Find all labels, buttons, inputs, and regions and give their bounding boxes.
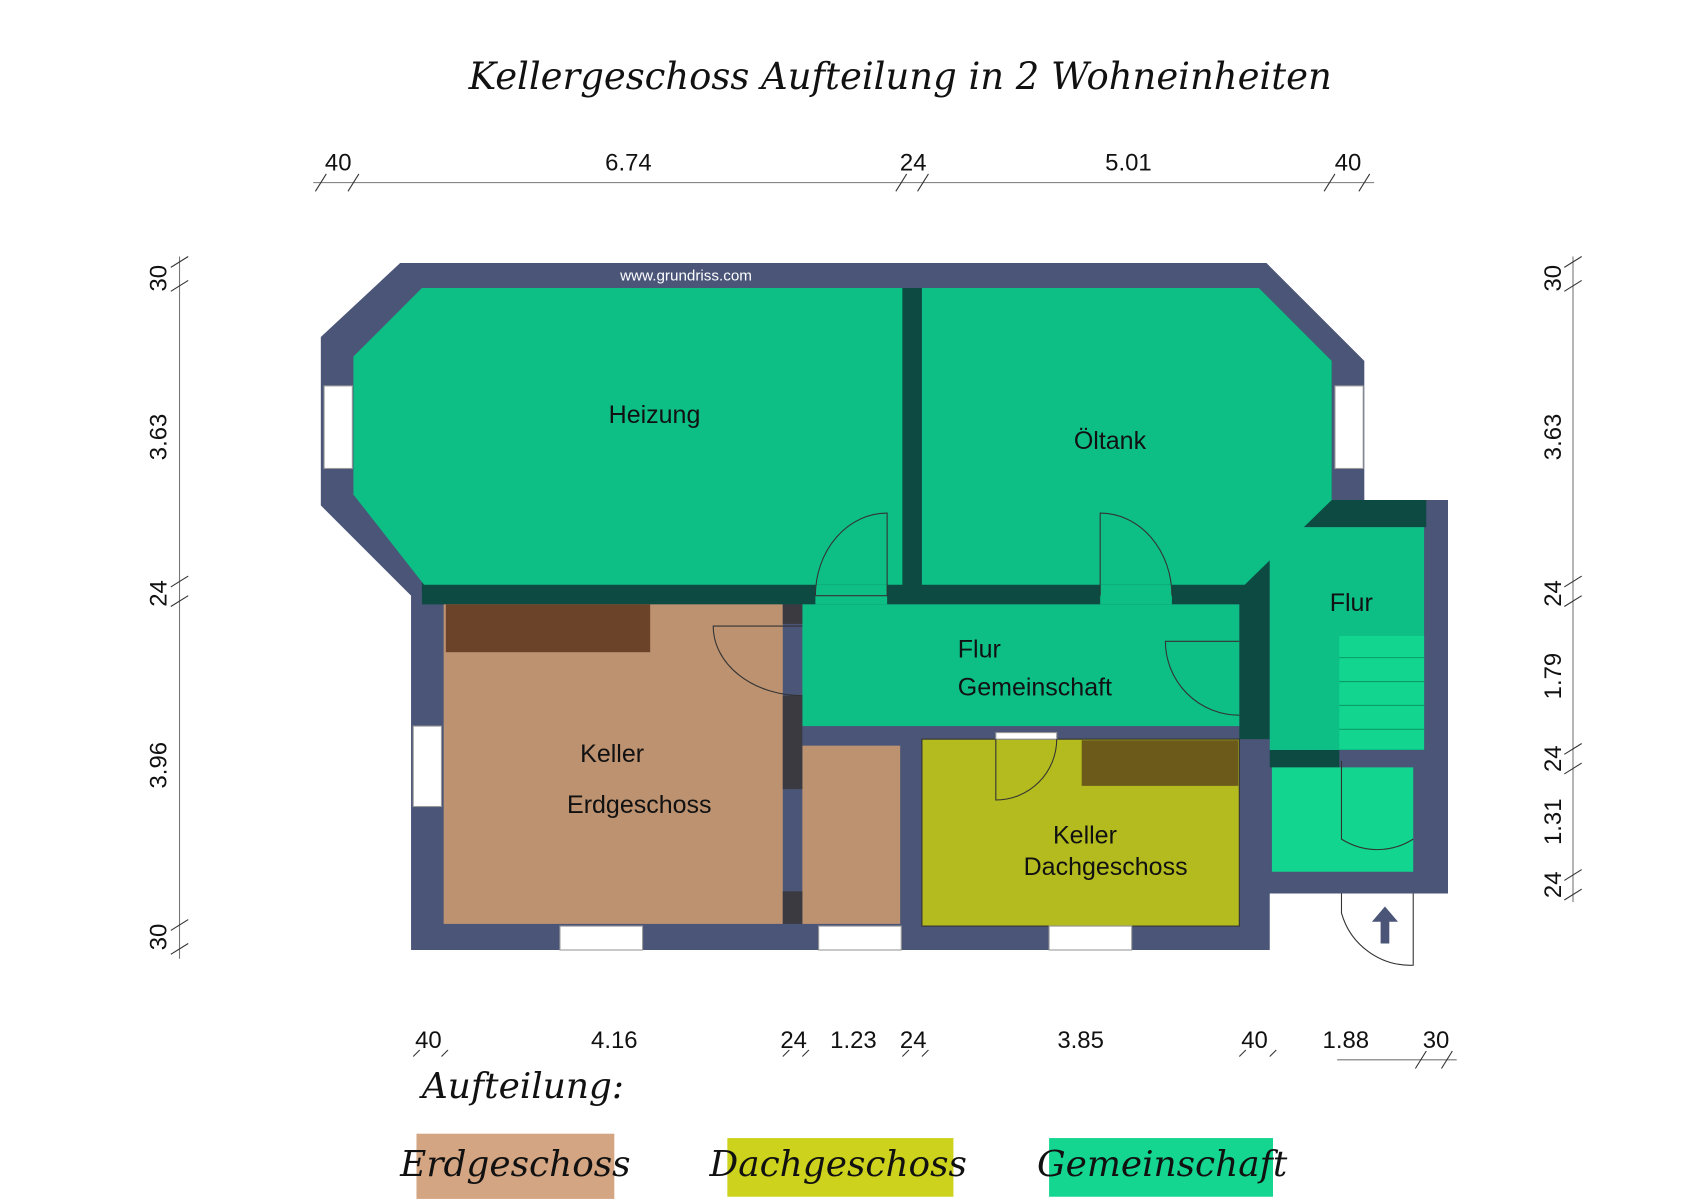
entrance-arrow-icon — [1371, 906, 1398, 944]
dim-label: 30 — [1540, 265, 1567, 292]
stairs — [1339, 635, 1425, 749]
doors — [712, 512, 1414, 966]
room-label-oeltank: Öltank — [1074, 427, 1147, 455]
legend-label: Dachgeschoss — [708, 1144, 966, 1185]
dim-label: 3.63 — [145, 414, 172, 461]
dim-label: 3.63 — [1540, 414, 1567, 461]
dim-label: 4.16 — [591, 1027, 638, 1054]
shelf — [445, 604, 651, 653]
dimension-right: 30 3.63 24 1.79 24 1.31 24 — [1540, 256, 1582, 903]
watermark: www.grundriss.com — [619, 267, 752, 284]
room-keller-eg — [443, 604, 783, 924]
dim-label: 40 — [1335, 150, 1362, 177]
room-label-heizung: Heizung — [609, 401, 701, 429]
room-flur-gemeinschaft — [802, 604, 1240, 727]
room-label-flur-gem: Flur — [958, 636, 1001, 664]
dim-label: 1.88 — [1323, 1027, 1370, 1054]
dim-label: 3.85 — [1057, 1027, 1104, 1054]
dim-label: 5.01 — [1105, 150, 1152, 177]
dim-label: 30 — [145, 265, 172, 292]
windows — [323, 385, 1364, 951]
dim-label: 24 — [780, 1027, 807, 1054]
room-keller-eg-2 — [802, 745, 901, 924]
room-flur-gemeinschaft-3 — [1100, 584, 1172, 605]
wall-segment — [782, 891, 803, 924]
legend-swatch-erdgeschoss — [416, 1133, 615, 1199]
dim-label: 40 — [1241, 1027, 1268, 1054]
dim-label: 6.74 — [605, 150, 652, 177]
wall-segment — [782, 604, 803, 624]
legend-label: Gemeinschaft — [1037, 1144, 1288, 1185]
dim-label: 24 — [1540, 580, 1567, 607]
dim-label: 40 — [325, 150, 352, 177]
room-label-flur-gem: Gemeinschaft — [958, 674, 1112, 702]
plan-title: Kellergeschoss Aufteilung in 2 Wohneinhe… — [468, 55, 1332, 98]
legend-heading: Aufteilung: — [419, 1066, 624, 1107]
room-oeltank — [921, 288, 1332, 585]
dimension-left: 30 3.63 24 3.96 30 — [145, 256, 189, 959]
shelf — [1081, 740, 1239, 786]
legend-label: Erdgeschoss — [399, 1144, 630, 1185]
dim-label: 40 — [415, 1027, 442, 1054]
dim-label: 24 — [1540, 745, 1567, 772]
dim-label: 24 — [900, 150, 927, 177]
dim-label: 30 — [1423, 1027, 1450, 1054]
dimension-bottom: 40 4.16 24 1.23 24 3.85 40 1.88 30 — [412, 1027, 1457, 1069]
dim-label: 24 — [1540, 871, 1567, 898]
wall-segment — [782, 695, 803, 790]
room-heizung — [353, 288, 903, 585]
room-label-keller-eg: Erdgeschoss — [567, 791, 712, 819]
room-label-keller-dg: Dachgeschoss — [1024, 853, 1188, 881]
stairs-steps — [1339, 657, 1425, 730]
dim-label: 3.96 — [145, 742, 172, 789]
dim-label: 1.79 — [1540, 653, 1567, 700]
room-label-flur: Flur — [1330, 589, 1373, 617]
room-label-keller-dg: Keller — [1053, 821, 1117, 849]
legend-swatch-dachgeschoss — [727, 1138, 954, 1197]
room-label-keller-eg: Keller — [580, 740, 644, 768]
dim-label: 1.23 — [830, 1027, 877, 1054]
dimension-top: 40 6.74 24 5.01 40 — [313, 150, 1375, 192]
dim-label: 1.31 — [1540, 798, 1567, 845]
dim-label: 24 — [145, 580, 172, 607]
stairs-lower — [1271, 767, 1414, 872]
legend-swatch-gemeinschaft — [1049, 1138, 1273, 1197]
dim-label: 30 — [145, 924, 172, 951]
dim-label: 24 — [900, 1027, 927, 1054]
room-flur-gemeinschaft-2 — [815, 584, 888, 605]
